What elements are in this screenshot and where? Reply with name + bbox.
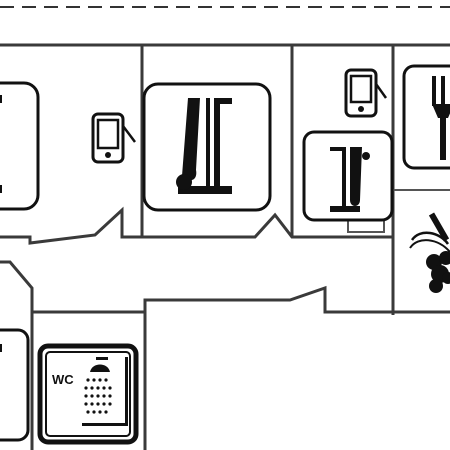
- small-shower-sign: [302, 130, 394, 222]
- elevator-icon: [0, 95, 2, 193]
- restaurant-sign: [402, 64, 450, 170]
- shower-icon: [176, 98, 232, 194]
- shower-icon: [330, 147, 370, 212]
- grapes-icon: [409, 212, 450, 293]
- wc-shower-sign: WC: [37, 343, 139, 445]
- wc-shower-icon: [82, 357, 128, 426]
- elevator-sign: [0, 81, 40, 211]
- phone-icon: [91, 112, 136, 164]
- phone-icon: [344, 68, 388, 118]
- wc-label: WC: [52, 372, 74, 387]
- partial-sign: [0, 328, 30, 442]
- fork-icon: [432, 76, 450, 160]
- shower-sign: [142, 82, 272, 212]
